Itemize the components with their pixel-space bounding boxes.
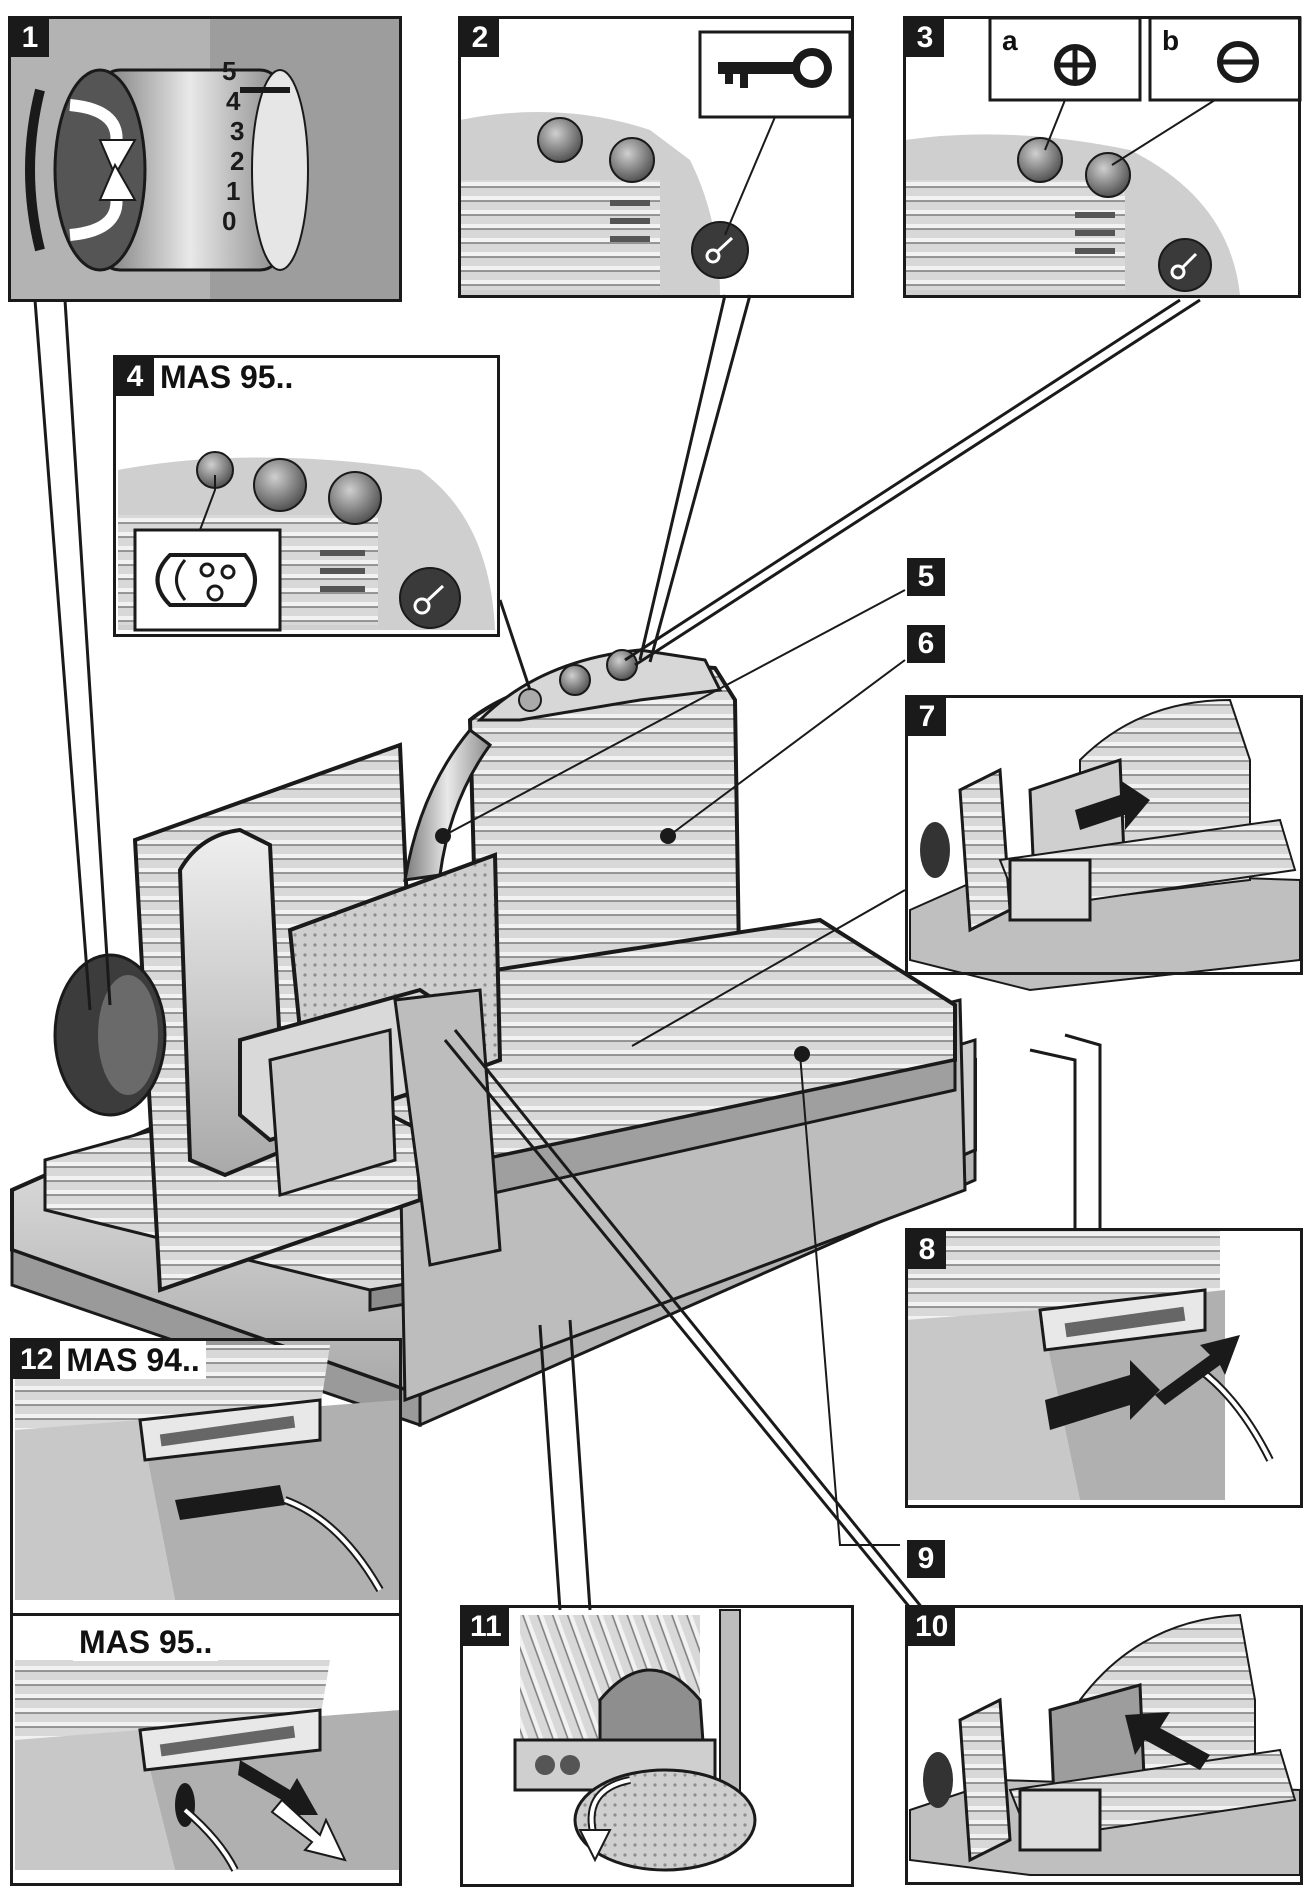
panel-12-art [15,1345,400,1872]
dial-tick-1: 1 [226,176,240,206]
panel-4-model: MAS 95.. [154,358,300,396]
panel-1-number: 1 [11,19,49,57]
panel-11: 11 [460,1605,854,1887]
dial-tick-4: 4 [226,86,241,116]
panel-10-art [909,1613,1301,1876]
panel-10: 10 [905,1605,1303,1885]
label-9: 9 [907,1540,945,1578]
panel-2: 2 [458,16,854,298]
key-symbol-icon [718,48,832,88]
panel-12-model-top: MAS 94.. [60,1341,206,1379]
panel-12-divider [13,1613,399,1616]
panel-11-art [513,1609,757,1872]
continuous-on-icon [1054,44,1096,86]
panel-2-art [460,30,852,295]
panel-7-number: 7 [908,698,946,736]
panel-3-art [905,16,1302,295]
panel-7-art [909,698,1301,992]
main-slicer [10,648,977,1428]
panel-12-model-bottom: MAS 95.. [73,1623,219,1661]
panel-2-number: 2 [461,19,499,57]
panel-4-art [118,451,495,632]
panel-3-label-b: b [1162,25,1180,56]
dial-tick-3: 3 [230,116,244,146]
panel-3: 3 a b [903,16,1301,298]
off-icon [1217,41,1259,83]
panel-10-number: 10 [908,1608,956,1646]
panel-8-number: 8 [908,1231,946,1269]
label-5: 5 [907,558,945,596]
dial-tick-0: 0 [222,206,236,236]
panel-11-number: 11 [463,1608,509,1646]
panel-1: 1 [8,16,402,302]
panel-4: 4 MAS 95.. [113,355,500,637]
label-6: 6 [907,625,945,663]
panel-12-number: 12 [13,1341,61,1379]
panel-8: 8 [905,1228,1303,1508]
panel-3-number: 3 [906,19,944,57]
dial-tick-5: 5 [222,56,236,86]
panel-4-number: 4 [116,358,154,396]
child-lock-icon [155,553,257,607]
dial-tick-2: 2 [230,146,244,176]
panel-12: 12 MAS 94.. MAS 95.. [10,1338,402,1886]
leader-lines [33,294,1201,1631]
panel-7: 7 [905,695,1303,975]
panel-8-art [905,1230,1274,1500]
panel-3-label-a: a [1002,25,1018,56]
